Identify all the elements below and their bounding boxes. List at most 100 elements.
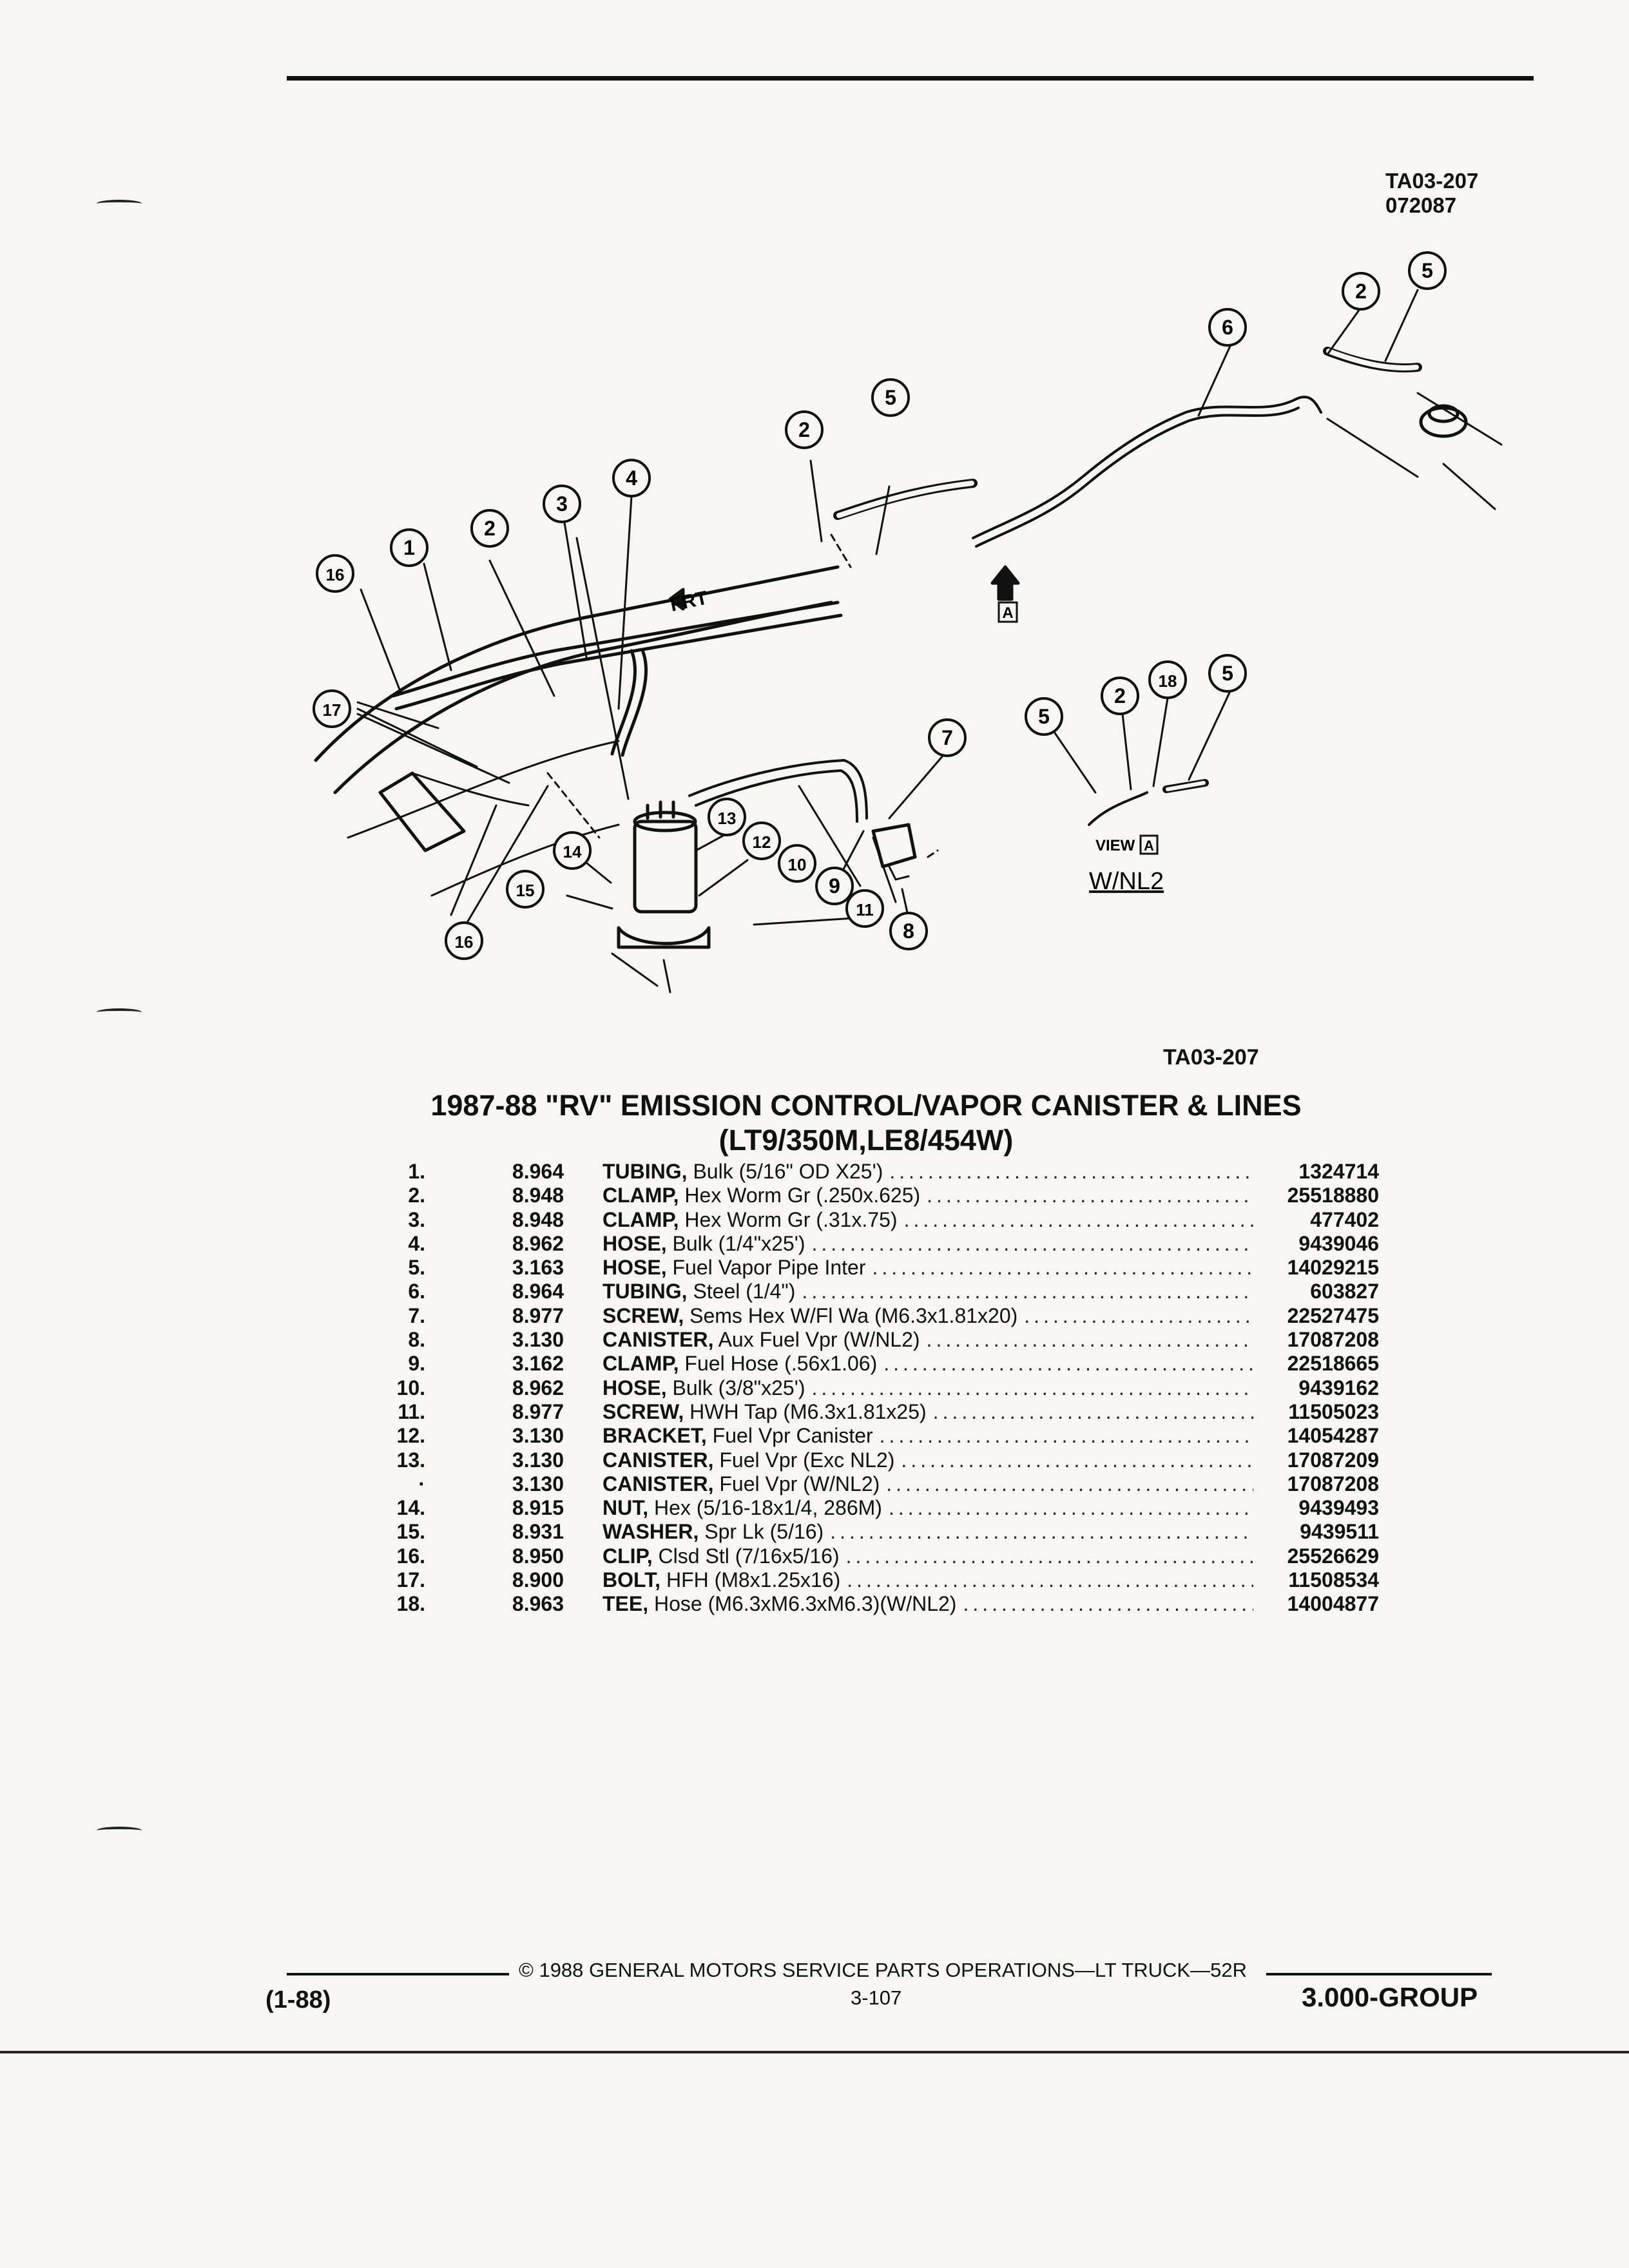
callout-circle: [871, 378, 910, 417]
group-number: 8.962: [512, 1231, 564, 1255]
group-number: 8.950: [512, 1544, 564, 1568]
leader-dots: ........................................…: [889, 1160, 1253, 1183]
group-number: 3.130: [512, 1472, 564, 1495]
part-description: CLIP, Clsd Stl (7/16x5/16)..............…: [564, 1544, 1260, 1568]
item-number: 10.: [396, 1376, 425, 1399]
canister-bracket: [611, 952, 671, 994]
svg-text:A: A: [1002, 604, 1013, 622]
item-number: 1.: [408, 1160, 425, 1183]
svg-text:VIEW: VIEW: [1095, 837, 1135, 854]
callout-number: 7: [941, 726, 953, 749]
leader-dots: ........................................…: [879, 1424, 1253, 1448]
aux-vapor-canister: [888, 865, 910, 881]
bulk-hose: [688, 759, 868, 820]
leader-dots: ........................................…: [886, 1472, 1253, 1495]
callout-number: 17: [323, 700, 342, 720]
assembly-guide-line: [546, 533, 939, 858]
vapor-tubing-line: [391, 601, 840, 698]
item-number: ·: [418, 1472, 425, 1495]
callout-circle: [445, 921, 483, 960]
frame-bracket: [411, 772, 530, 807]
leader-dots: ........................................…: [845, 1544, 1253, 1568]
part-name: CLIP,: [602, 1544, 653, 1568]
leader-dots: ........................................…: [927, 1184, 1253, 1207]
callout-number: 5: [1422, 259, 1433, 282]
aux-vapor-canister: [871, 823, 917, 869]
figure-id: TA03-207: [1385, 169, 1479, 193]
callout-circle: [316, 554, 354, 593]
part-number: 9439493: [1298, 1496, 1379, 1520]
part-spec: Hex Worm Gr (.31x.75): [679, 1207, 898, 1231]
figure-reference-header: TA03-207 072087: [1385, 169, 1478, 218]
leader-dots: ........................................…: [932, 1399, 1253, 1423]
part-description: CANISTER, Aux Fuel Vpr (W/NL2)..........…: [564, 1328, 1260, 1352]
leader-dots: ........................................…: [901, 1448, 1253, 1472]
leader-dots: ........................................…: [811, 1376, 1253, 1399]
callout-number: 2: [1114, 684, 1126, 707]
tank-vapor-hose: [1326, 349, 1419, 370]
part-spec: HWH Tap (M6.3x1.81x25): [684, 1399, 927, 1423]
part-name: CANISTER,: [602, 1328, 714, 1352]
group-number: 8.963: [512, 1592, 564, 1616]
callout-circle: [470, 509, 509, 548]
part-spec: Hex (5/16-18x1/4, 286M): [648, 1496, 882, 1520]
group-number: 8.915: [512, 1496, 564, 1520]
leader-dots: ........................................…: [883, 1352, 1253, 1376]
part-name: CLAMP,: [602, 1207, 679, 1231]
part-description: CANISTER, Fuel Vpr (W/NL2)..............…: [564, 1472, 1260, 1496]
leader-dots: ........................................…: [847, 1568, 1253, 1592]
part-number: 22518665: [1287, 1352, 1379, 1376]
callout-number: 13: [718, 809, 737, 828]
leader-dots: ........................................…: [802, 1280, 1253, 1303]
callout-number: 1: [403, 536, 415, 559]
part-description: CANISTER, Fuel Vpr (Exc NL2)............…: [564, 1448, 1260, 1472]
leader-dots: ........................................…: [830, 1520, 1253, 1544]
copyright-notice: © 1988 GENERAL MOTORS SERVICE PARTS OPER…: [519, 1959, 1247, 1981]
footer-rule: [1266, 1973, 1492, 1975]
part-number: 11505023: [1288, 1399, 1379, 1423]
page-subtitle: (LT9/350M,LE8/454W): [718, 1124, 1014, 1157]
callout-number: 11: [856, 900, 874, 919]
callout-number: 6: [1222, 316, 1233, 339]
item-number: 9.: [408, 1352, 425, 1376]
callout-circle: [612, 459, 651, 497]
callout-number: 5: [885, 386, 896, 409]
group-number: 8.977: [512, 1399, 564, 1423]
part-name: BRACKET,: [602, 1424, 707, 1448]
callout-circle: [543, 485, 581, 523]
callout-circle: [785, 410, 824, 449]
front-arrow: [668, 588, 685, 611]
group-number: 3.130: [512, 1424, 564, 1448]
part-number: 14029215: [1287, 1256, 1379, 1280]
callout-number: 3: [556, 492, 568, 515]
fuel-vapor-hose: [836, 481, 974, 518]
hose-to-canister: [610, 649, 637, 756]
leader-dots: ........................................…: [872, 1256, 1253, 1280]
frame-outline: [430, 823, 620, 897]
callout-number: 12: [753, 832, 771, 852]
leader-dots: ........................................…: [903, 1207, 1253, 1231]
part-number: 17087208: [1287, 1328, 1379, 1352]
part-name: TEE,: [602, 1592, 649, 1616]
part-name: CANISTER,: [602, 1472, 714, 1495]
part-number: 1324714: [1298, 1160, 1379, 1183]
margin-punch-mark: [97, 1827, 142, 1834]
item-number: 18.: [396, 1592, 425, 1616]
tank-fitting: [1427, 404, 1460, 423]
part-spec: Fuel Vpr (W/NL2): [713, 1472, 880, 1495]
part-name: HOSE,: [602, 1376, 667, 1399]
figure-date: 072087: [1385, 193, 1457, 217]
part-name: SCREW,: [602, 1399, 684, 1423]
part-name: HOSE,: [602, 1231, 667, 1255]
page-number: 3-107: [851, 1986, 902, 2009]
group-number: 3.130: [512, 1328, 564, 1352]
